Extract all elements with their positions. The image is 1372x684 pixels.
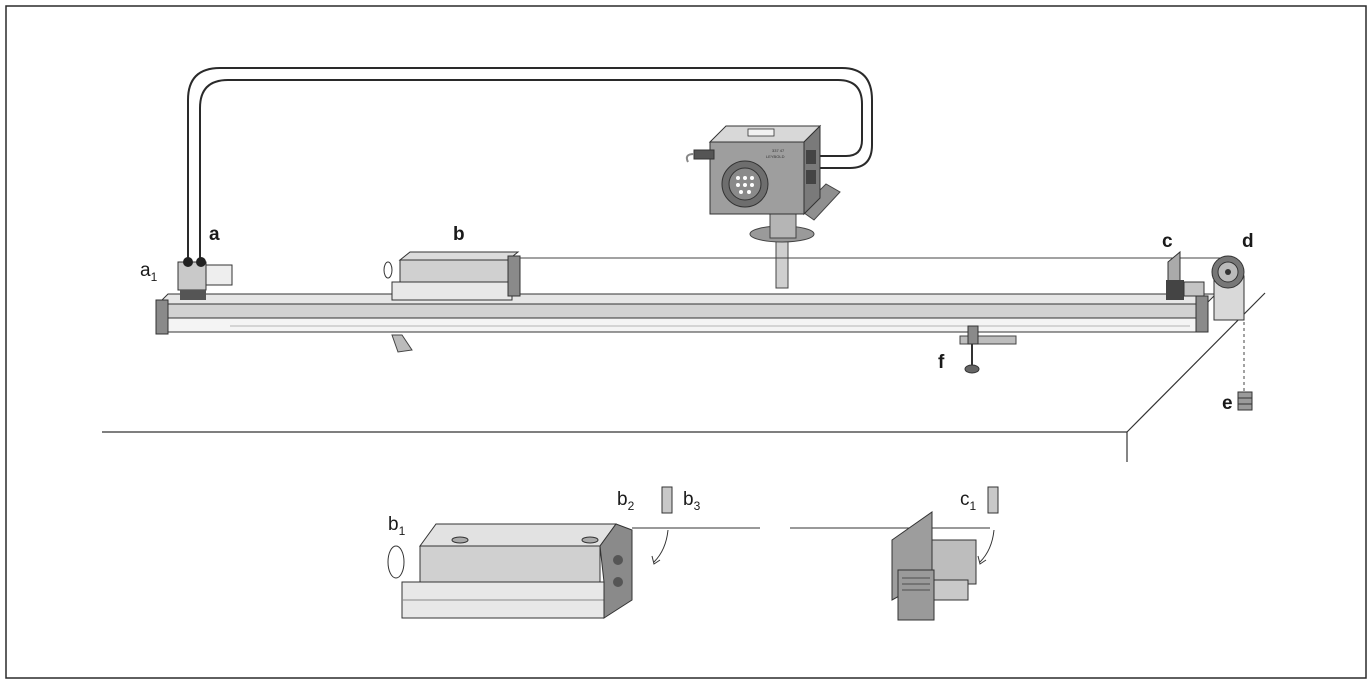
device-brand-text: LEYBOLD	[766, 154, 785, 159]
measuring-device: 337 47 LEYBOLD	[685, 124, 841, 289]
connection-cable	[187, 67, 873, 262]
device-stand-post	[775, 239, 789, 289]
figure-border	[5, 5, 1367, 679]
air-track	[155, 293, 1218, 353]
label-b1: b1	[388, 514, 406, 538]
label-e: e	[1222, 393, 1233, 414]
arrow-c1	[979, 529, 995, 563]
label-a: a	[209, 224, 220, 245]
track-scale	[157, 317, 1207, 333]
arrow-b3	[653, 529, 669, 563]
label-f: f	[938, 352, 945, 373]
glider-b	[383, 251, 521, 301]
label-a1: a1	[140, 260, 158, 284]
device-model-text: 337 47	[772, 148, 785, 153]
label-c: c	[1162, 231, 1173, 252]
glider-detail	[387, 523, 633, 619]
label-b3: b3	[683, 489, 701, 513]
start-magnet-a	[177, 257, 233, 300]
label-b2: b2	[617, 489, 635, 513]
stopper-detail	[891, 511, 977, 621]
flag-c1	[987, 486, 999, 514]
label-b: b	[453, 224, 465, 245]
flag-b3	[661, 486, 673, 514]
weight-e	[1237, 391, 1253, 411]
adjusting-foot	[959, 325, 1017, 374]
stopper-c	[1166, 250, 1205, 300]
pulley-d	[1211, 255, 1245, 321]
label-c1: c1	[960, 489, 977, 513]
label-d: d	[1242, 231, 1254, 252]
